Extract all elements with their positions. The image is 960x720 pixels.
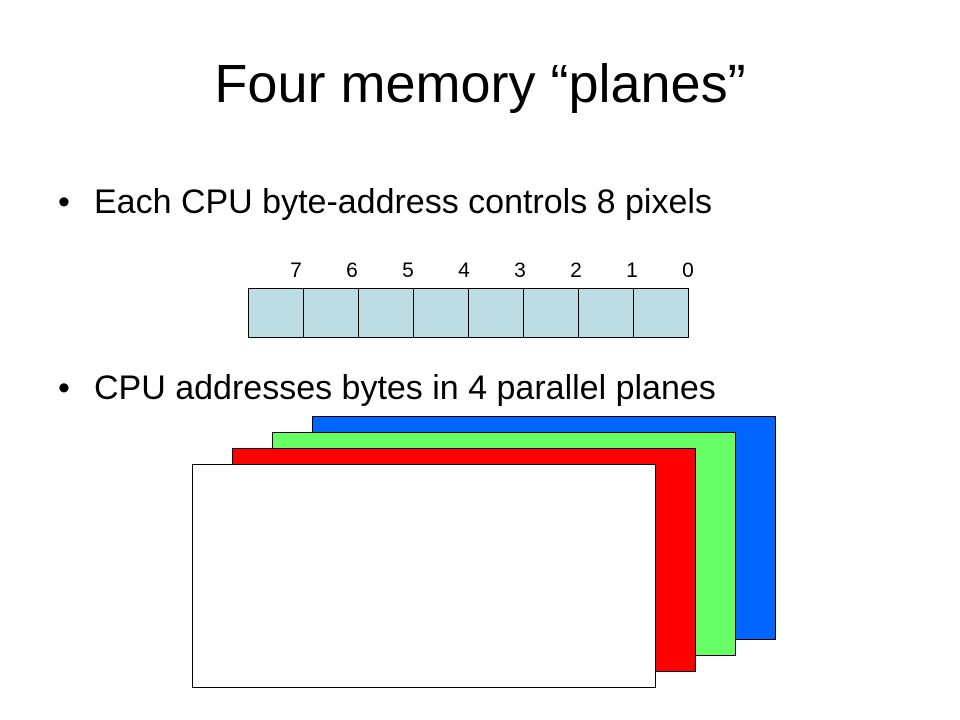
bit-label: 2 xyxy=(570,259,582,282)
bit-label: 1 xyxy=(626,259,638,282)
plane-white xyxy=(192,464,656,688)
bit-label: 5 xyxy=(402,259,414,282)
pixel-cell xyxy=(413,288,469,338)
pixel-cell xyxy=(248,288,304,338)
bit-label: 0 xyxy=(682,259,694,282)
bit-labels: 7 6 5 4 3 2 1 0 xyxy=(248,258,696,284)
bit-label: 3 xyxy=(514,259,526,282)
bullet-dot-icon: • xyxy=(58,183,70,221)
bit-label: 6 xyxy=(346,259,358,282)
bit-label: 7 xyxy=(290,259,302,282)
pixel-cell xyxy=(303,288,359,338)
pixel-cell xyxy=(523,288,579,338)
slide-title: Four memory “planes” xyxy=(214,54,746,114)
pixel-cell xyxy=(633,288,689,338)
pixel-cell xyxy=(468,288,524,338)
byte-pixel-row xyxy=(248,288,689,338)
bullet-text: Each CPU byte-address controls 8 pixels xyxy=(94,183,712,221)
bullet-parallel-planes: • CPU addresses bytes in 4 parallel plane… xyxy=(58,368,716,408)
pixel-cell xyxy=(358,288,414,338)
bit-label: 4 xyxy=(458,259,470,282)
pixel-cell xyxy=(578,288,634,338)
bullet-dot-icon: • xyxy=(58,369,70,407)
bullet-text: CPU addresses bytes in 4 parallel planes xyxy=(94,369,716,407)
bullet-byte-address: • Each CPU byte-address controls 8 pixels xyxy=(58,182,712,222)
